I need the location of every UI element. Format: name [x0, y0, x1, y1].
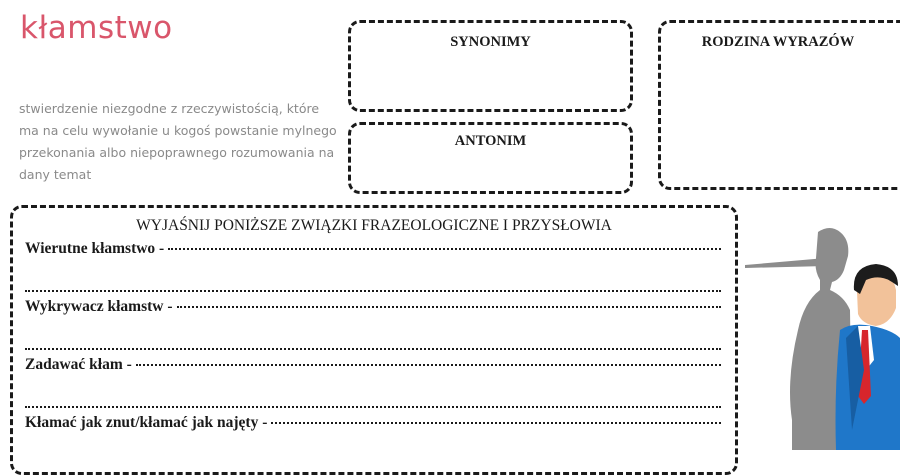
word-family-box[interactable]: RODZINA WYRAZÓW [658, 20, 900, 190]
phrase-label: Wykrywacz kłamstw - [25, 298, 173, 316]
phrase-label: Wierutne kłamstwo - [25, 240, 164, 258]
phrase-item: Kłamać jak znut/kłamać jak najęty - [25, 414, 721, 443]
phraseology-heading: WYJAŚNIJ PONIŻSZE ZWIĄZKI FRAZEOLOGICZNE… [13, 217, 735, 235]
word-family-heading: RODZINA WYRAZÓW [641, 34, 900, 51]
phrase-label: Kłamać jak znut/kłamać jak najęty - [25, 414, 267, 432]
answer-line[interactable] [168, 248, 721, 250]
businessman [836, 264, 900, 450]
word-title: kłamstwo [20, 10, 173, 46]
answer-line[interactable] [177, 306, 721, 308]
answer-line[interactable] [25, 379, 721, 408]
phraseology-box: WYJAŚNIJ PONIŻSZE ZWIĄZKI FRAZEOLOGICZNE… [10, 205, 738, 475]
synonyms-heading: SYNONIMY [351, 34, 630, 51]
answer-line[interactable] [271, 422, 721, 424]
answer-line[interactable] [136, 364, 721, 366]
phrase-list: Wierutne kłamstwo - Wykrywacz kłamstw - … [25, 240, 721, 443]
synonyms-box[interactable]: SYNONIMY [348, 20, 633, 112]
answer-line[interactable] [25, 321, 721, 350]
antonym-box[interactable]: ANTONIM [348, 122, 633, 194]
phrase-label: Zadawać kłam - [25, 356, 132, 374]
word-definition: stwierdzenie niezgodne z rzeczywistością… [19, 98, 339, 186]
pinocchio-nose-shadow-businessman-icon [740, 220, 900, 450]
answer-line[interactable] [25, 263, 721, 292]
antonym-heading: ANTONIM [351, 133, 630, 150]
